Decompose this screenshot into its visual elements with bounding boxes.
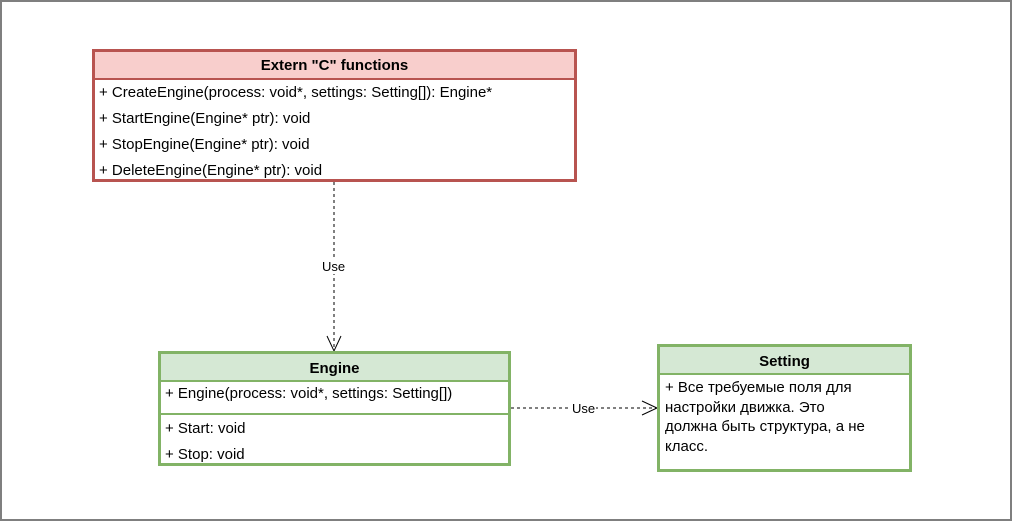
setting-class[interactable]: Setting + Все требуемые поля для настрой… <box>657 344 912 472</box>
note-line: + Все требуемые поля для <box>665 379 852 396</box>
note-line: класс. <box>665 437 708 455</box>
member-row: + DeleteEngine(Engine* ptr): void <box>99 162 323 179</box>
class-title: Setting <box>660 347 909 375</box>
attribute-row: + Engine(process: void*, settings: Setti… <box>165 385 453 402</box>
extern-c-functions-class[interactable]: Extern "C" functions + CreateEngine(proc… <box>92 49 577 182</box>
member-row: + CreateEngine(process: void*, settings:… <box>99 84 493 101</box>
class-divider <box>161 413 508 415</box>
note-line: должна быть структура, а не <box>665 418 865 435</box>
use-edge-label: Use <box>571 401 597 416</box>
class-note: + Все требуемые поля для настройки движк… <box>660 375 909 456</box>
method-row: + Start: void <box>165 420 246 437</box>
class-title: Engine <box>161 354 508 382</box>
engine-class[interactable]: Engine + Engine(process: void*, settings… <box>158 351 511 466</box>
member-row: + StartEngine(Engine* ptr): void <box>99 110 311 127</box>
use-edge-label: Use <box>321 259 347 274</box>
class-title: Extern "C" functions <box>95 52 574 80</box>
note-line: настройки движка. Это <box>665 398 825 416</box>
method-row: + Stop: void <box>165 446 245 463</box>
class-members: + CreateEngine(process: void*, settings:… <box>95 80 574 185</box>
member-row: + StopEngine(Engine* ptr): void <box>99 136 310 153</box>
